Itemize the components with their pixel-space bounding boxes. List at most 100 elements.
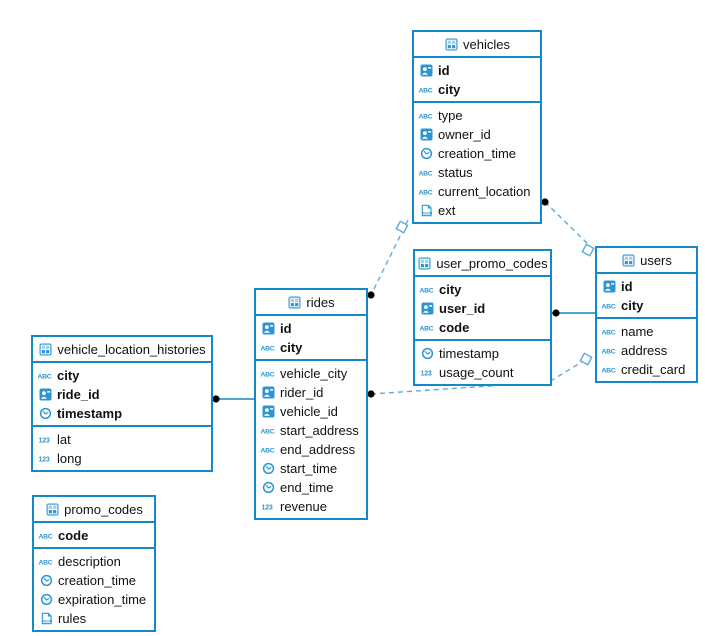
timestamp-type-icon [419,347,435,360]
svg-text:ABC: ABC [261,429,275,436]
field-end_time: end_time [256,478,366,497]
string-type-icon: ABC [601,325,617,338]
svg-text:ABC: ABC [39,560,53,567]
table-header-user_promo_codes[interactable]: user_promo_codes [415,251,550,277]
table-title: vehicle_location_histories [57,341,206,357]
field-name: end_time [280,480,334,495]
table-title: promo_codes [64,501,143,517]
svg-text:ABC: ABC [261,448,275,455]
field-name: start_time [280,461,338,476]
table-header-rides[interactable]: rides [256,290,366,316]
relation-dot-marker [367,390,375,398]
field-start_time: start_time [256,459,366,478]
field-name: timestamp [57,406,123,421]
svg-text:123: 123 [262,505,273,512]
relation-square-marker [579,352,593,366]
svg-text:ABC: ABC [602,330,616,337]
field-name: lat [57,432,71,447]
string-type-icon: ABC [260,443,276,456]
field-name: id [280,321,292,336]
table-header-promo_codes[interactable]: promo_codes [34,497,154,523]
uuid-type-icon [601,280,617,293]
string-type-icon: ABC [601,299,617,312]
field-name: current_location [438,184,531,199]
relation-square-marker [395,220,409,234]
svg-text:ABC: ABC [261,346,275,353]
table-title: user_promo_codes [436,255,548,271]
relation-rides-vehicles [367,219,409,299]
uuid-type-icon [418,128,434,141]
table-header-vehicles[interactable]: vehicles [414,32,540,58]
table-icon [444,38,458,51]
table-header-users[interactable]: users [597,248,696,274]
timestamp-type-icon [260,462,276,475]
field-user_id: user_id [415,299,550,318]
relation-square-marker [581,243,595,257]
field-id: id [414,61,540,80]
field-name: city [57,368,80,383]
field-name: long [57,451,82,466]
string-type-icon: ABC [38,529,54,542]
svg-text:ABC: ABC [419,171,433,178]
field-timestamp: timestamp [415,344,550,363]
uuid-type-icon [418,64,434,77]
field-revenue: 123 revenue [256,497,366,516]
number-type-icon: 123 [260,500,276,513]
svg-text:JSON: JSON [421,212,432,216]
field-name: creation_time [58,573,137,588]
field-creation_time: creation_time [414,144,540,163]
svg-text:ABC: ABC [602,349,616,356]
svg-text:JSON: JSON [41,620,52,624]
svg-text:ABC: ABC [420,326,434,333]
field-name: city [280,340,303,355]
svg-text:ABC: ABC [38,374,52,381]
field-end_address: ABC end_address [256,440,366,459]
table-header-vehicle_location_histories[interactable]: vehicle_location_histories [33,337,211,363]
timestamp-type-icon [38,574,54,587]
field-name: end_address [280,442,356,457]
field-name: start_address [280,423,359,438]
table-icon [287,296,301,309]
field-city: ABC city [597,296,696,315]
field-name: id [621,279,633,294]
field-city: ABC city [256,338,366,357]
field-name: rider_id [280,385,324,400]
field-name: type [438,108,463,123]
uuid-type-icon [37,388,53,401]
svg-text:ABC: ABC [602,368,616,375]
field-name: ext [438,203,456,218]
relation-dot-marker [212,395,220,403]
field-name: city [621,298,644,313]
field-name: revenue [280,499,327,514]
uuid-type-icon [260,405,276,418]
field-name: ride_id [57,387,100,402]
string-type-icon: ABC [601,344,617,357]
timestamp-type-icon [38,593,54,606]
field-name: owner_id [438,127,491,142]
uuid-type-icon [260,322,276,335]
string-type-icon: ABC [260,367,276,380]
field-vehicle_id: vehicle_id [256,402,366,421]
timestamp-type-icon [418,147,434,160]
table-title: users [640,252,672,268]
